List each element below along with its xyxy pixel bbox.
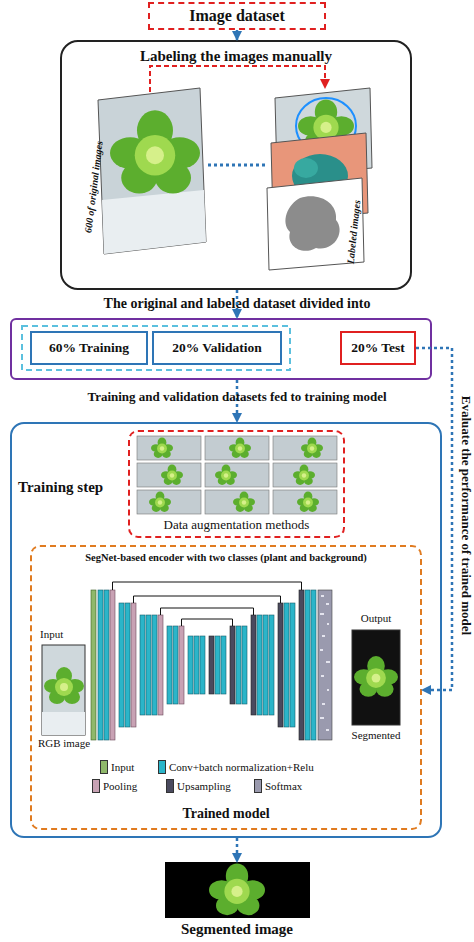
- dataset-box: Image dataset: [148, 2, 326, 30]
- legend-item: Conv+batch normalization+Relu: [158, 760, 314, 774]
- split-box: 20% Test: [340, 331, 416, 365]
- legend-item: Upsampling: [166, 779, 231, 793]
- segnet-layers: [91, 582, 332, 740]
- labeling-panel: Labeling the images manually 600 of origi…: [60, 40, 412, 290]
- box-title: Image dataset: [150, 7, 324, 25]
- part-label: Output: [346, 612, 406, 625]
- image-caption: Labeled images: [342, 187, 365, 278]
- segmented-output-image: [352, 630, 400, 725]
- legend-swatch: [100, 760, 108, 774]
- split-panel: The original and labeled dataset divided…: [10, 318, 432, 380]
- legend-text: Softmax: [265, 780, 302, 792]
- legend-item: Pooling: [92, 779, 137, 793]
- part-label: Segmented: [338, 729, 414, 742]
- box-label: 60% Training: [32, 340, 146, 356]
- dotted-arrow: [236, 838, 239, 862]
- legend-text: Pooling: [103, 780, 137, 792]
- final-segmented-image: [165, 862, 310, 918]
- split-box: 60% Training: [30, 331, 148, 365]
- edge-label: Evaluate the performance of trained mode…: [459, 350, 474, 680]
- training-panel: Training stepData augmentation methodsSe…: [10, 422, 442, 838]
- panel-title: Training step: [18, 479, 130, 496]
- legend-swatch: [92, 779, 100, 793]
- image-caption: 600 of original images: [78, 112, 110, 263]
- legend-swatch: [254, 779, 262, 793]
- original-image-card: [98, 88, 206, 254]
- split-box: 20% Validation: [152, 331, 282, 365]
- dashed-group: [22, 326, 290, 370]
- legend-text: Input: [111, 761, 134, 773]
- part-label: Input: [40, 628, 90, 641]
- panel-title: Labeling the images manually: [62, 48, 410, 65]
- legend-item: Softmax: [254, 779, 302, 793]
- augmentation-thumbnails: [137, 436, 337, 514]
- legend-swatch: [166, 779, 174, 793]
- dotted-link: [208, 164, 266, 167]
- edge-label: Training and validation datasets fed to …: [50, 390, 424, 405]
- box-footer: Trained model: [32, 806, 420, 822]
- legend-item: Input: [100, 760, 134, 774]
- flow-arrow: [236, 30, 239, 40]
- dashed-pointer: [150, 66, 325, 92]
- legend-text: Conv+batch normalization+Relu: [169, 761, 314, 773]
- panel-heading: The original and labeled dataset divided…: [0, 296, 474, 312]
- box-label: 20% Test: [342, 340, 414, 356]
- augmentation-box: Data augmentation methods: [128, 430, 345, 538]
- box-heading: SegNet-based encoder with two classes (p…: [32, 552, 420, 564]
- box-label: 20% Validation: [154, 340, 280, 356]
- box-label: Data augmentation methods: [130, 518, 343, 533]
- result-box: Segmented image: [150, 862, 324, 942]
- result-caption: Segmented image: [130, 921, 344, 938]
- rgb-input-image: [42, 645, 85, 735]
- legend-swatch: [158, 760, 166, 774]
- part-label: RGB image: [28, 737, 100, 750]
- legend-text: Upsampling: [177, 780, 231, 792]
